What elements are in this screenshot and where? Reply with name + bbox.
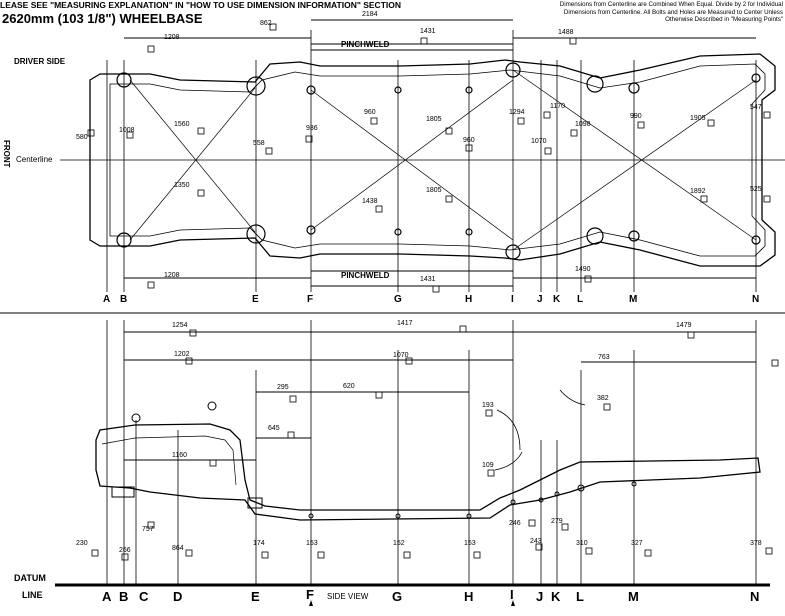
top-letter-a: A — [103, 294, 111, 305]
side-letter-e: E — [251, 589, 260, 604]
top-letter-m: M — [629, 294, 638, 305]
dim-1160: 1160 — [172, 452, 188, 459]
dim-246: 246 — [509, 520, 521, 527]
side-letter-n: N — [750, 589, 760, 604]
dim-990: 990 — [630, 113, 642, 120]
dim-1905: 1905 — [690, 115, 706, 122]
side-letter-d: D — [173, 589, 183, 604]
dim-862: 862 — [260, 20, 272, 27]
dim-266: 266 — [119, 547, 131, 554]
side-view-label: SIDE VIEW — [327, 592, 369, 601]
dimension-note: Dimensions from Centerline are Combined … — [559, 1, 783, 24]
dim-558: 558 — [253, 140, 265, 147]
dim-580: 580 — [76, 134, 88, 141]
side-letter-b: B — [119, 589, 129, 604]
dim-547: 547 — [750, 104, 762, 111]
pinchweld-bottom-label: PINCHWELD — [341, 271, 390, 280]
dim-109: 109 — [482, 462, 494, 469]
top-letter-j: J — [537, 294, 543, 305]
side-letter-g: G — [392, 589, 403, 604]
top-letter-b: B — [120, 294, 128, 305]
top-letter-h: H — [465, 294, 473, 305]
side-letter-a: A — [102, 589, 112, 604]
dim-152: 152 — [393, 540, 405, 547]
side-letter-c: C — [139, 589, 149, 604]
side-letter-i: I — [510, 587, 514, 602]
top-letter-g: G — [394, 294, 402, 305]
dim-525: 525 — [750, 186, 762, 193]
side-letter-f: F — [306, 587, 314, 602]
pinchweld-top-label: PINCHWELD — [341, 40, 390, 49]
dim-243: 243 — [530, 538, 542, 545]
dim-1431-top: 1431 — [420, 28, 436, 35]
top-letter-n: N — [752, 294, 760, 305]
dim-1170: 1170 — [550, 103, 566, 110]
top-letter-i: I — [511, 294, 514, 305]
top-letter-f: F — [307, 294, 314, 305]
top-letter-l: L — [577, 294, 584, 305]
dim-382: 382 — [597, 395, 609, 402]
dim-310: 310 — [576, 540, 588, 547]
dim-960-a: 960 — [364, 109, 376, 116]
driver-side-label: DRIVER SIDE — [14, 57, 66, 66]
line-label: LINE — [22, 590, 43, 600]
centerline-label: Centerline — [16, 155, 53, 164]
dim-230: 230 — [76, 540, 88, 547]
dim-295: 295 — [277, 384, 289, 391]
dim-2184: 2184 — [362, 11, 378, 18]
dim-1098: 1098 — [575, 121, 591, 128]
dim-763: 763 — [598, 354, 610, 361]
dim-279: 279 — [551, 518, 563, 525]
dim-1438: 1438 — [362, 198, 378, 205]
datum-label: DATUM — [14, 573, 46, 583]
side-letter-h: H — [464, 589, 474, 604]
top-letter-e: E — [252, 294, 259, 305]
dim-1070-side: 1070 — [393, 352, 409, 359]
dim-1294: 1294 — [509, 109, 525, 116]
side-letter-m: M — [628, 589, 639, 604]
dim-327: 327 — [631, 540, 643, 547]
dim-1008: 1008 — [119, 127, 135, 134]
dim-757: 757 — [142, 526, 154, 533]
dim-1431-bottom: 1431 — [420, 276, 436, 283]
dim-1892: 1892 — [690, 188, 706, 195]
dim-1254: 1254 — [172, 322, 188, 329]
dim-936: 936 — [306, 125, 318, 132]
dim-1070-top: 1070 — [531, 138, 547, 145]
dim-1208-bottom: 1208 — [164, 272, 180, 279]
wheelbase-title: 2620mm (103 1/8") WHEELBASE — [2, 11, 203, 26]
dim-960-b: 960 — [463, 137, 475, 144]
top-letter-k: K — [553, 294, 561, 305]
dim-1490: 1490 — [575, 266, 591, 273]
dim-153-b: 153 — [464, 540, 476, 547]
dim-1805-a: 1805 — [426, 116, 442, 123]
dim-1488: 1488 — [558, 29, 574, 36]
dim-378: 378 — [750, 540, 762, 547]
header-reference-line: LEASE SEE "MEASURING EXPLANATION" IN "HO… — [0, 0, 402, 10]
front-label: FRONT — [2, 140, 11, 168]
dim-864: 864 — [172, 545, 184, 552]
dim-1805-b: 1805 — [426, 187, 442, 194]
dim-1208-top: 1208 — [164, 34, 180, 41]
dim-1479: 1479 — [676, 322, 692, 329]
dim-1350: 1350 — [174, 182, 190, 189]
side-letter-j: J — [536, 589, 544, 604]
dim-153-a: 153 — [306, 540, 318, 547]
dim-645: 645 — [268, 425, 280, 432]
dim-1417: 1417 — [397, 320, 413, 327]
dim-620: 620 — [343, 383, 355, 390]
dim-1202: 1202 — [174, 351, 190, 358]
dim-1560: 1560 — [174, 121, 190, 128]
dim-193: 193 — [482, 402, 494, 409]
dim-174: 174 — [253, 540, 265, 547]
side-letter-k: K — [551, 589, 561, 604]
side-letter-l: L — [576, 589, 584, 604]
